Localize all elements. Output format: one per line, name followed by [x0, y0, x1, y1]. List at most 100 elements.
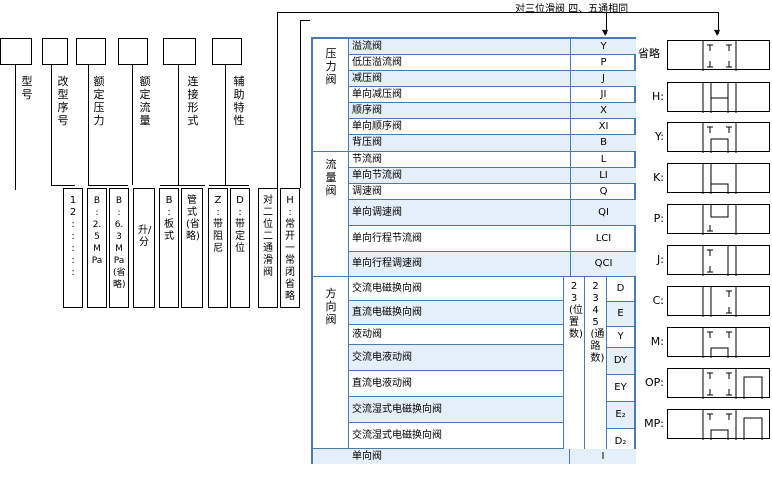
check-valve-row: 单向阀 I [313, 449, 636, 464]
row-name: 单向行程调速阀 [352, 258, 422, 269]
label-pressure: 额定压力 [93, 75, 105, 127]
field-box-revision [42, 38, 68, 65]
leader [300, 20, 301, 188]
aux-z-text: Z : 带阻尼 [213, 195, 223, 254]
top-leader-right [718, 12, 719, 34]
row-code: J [570, 71, 636, 86]
row-code: P [570, 55, 636, 70]
row-code: Q [570, 184, 636, 199]
table-row: 节流阀 L [349, 152, 636, 168]
ports-column: 2 3 4 5 (通路数) [585, 277, 607, 449]
positions-label: 2 3 (位置数) [569, 281, 583, 340]
symbol-label: MP: [644, 417, 664, 430]
field-box-connection [163, 38, 196, 65]
top-leader-mid [606, 12, 607, 34]
row-code: DY [607, 348, 634, 375]
row-code: EY [607, 375, 634, 402]
ports-label: 2 3 4 5 (通路数) [590, 281, 605, 364]
row-name: 液动阀 [352, 329, 382, 340]
row-code: LCI [570, 226, 636, 251]
row-name: 顺序阀 [352, 105, 382, 116]
field-box-flow [118, 38, 148, 65]
flow-cell: 升/分 [133, 188, 155, 308]
leader [160, 185, 205, 186]
table-row: 单向调速阀 QI [349, 200, 636, 226]
table-row: 顺序阀 X [349, 103, 636, 119]
table-row: 直流电磁换向阀 [349, 301, 563, 325]
symbol-label: OP: [645, 376, 664, 389]
symbol-label: Y: [655, 130, 664, 143]
group-flow: 流量阀 [313, 152, 349, 277]
row-code: L [570, 152, 636, 167]
row-name: 单向顺序阀 [352, 121, 402, 132]
table-row: 减压阀 J [349, 71, 636, 87]
table-row: 单向行程节流阀 LCI [349, 226, 636, 252]
row-name: 单向减压阀 [352, 89, 402, 100]
top-leader [277, 12, 719, 13]
symbol-label: H: [652, 90, 664, 103]
row-code: X [570, 103, 636, 118]
row-name: 节流阀 [352, 154, 382, 165]
leader [178, 65, 179, 185]
row-code: D [607, 277, 634, 302]
valve-symbol [667, 245, 770, 276]
row-name: 单向阀 [352, 451, 382, 462]
row-code: Y [570, 39, 636, 54]
row-code: JI [570, 87, 636, 102]
dir-code-column: D E Y DY EY E₂ D₂ [607, 277, 634, 456]
group-direction-label: 方向阀 [325, 287, 337, 326]
row-name: 溢流阀 [352, 41, 382, 52]
table-row: 交流湿式电磁换向阀 [349, 423, 563, 449]
leader [300, 20, 310, 21]
row-name: 交流湿式电磁换向阀 [352, 404, 442, 415]
group-flow-label: 流量阀 [325, 158, 337, 197]
top-note: 对三位滑阀 四、五通相同 [515, 4, 629, 15]
table-row: 交流电磁换向阀 [349, 277, 563, 301]
leader [88, 185, 128, 186]
group-pressure: 压力阀 [313, 39, 349, 152]
row-name: 直流电液动阀 [352, 378, 412, 389]
conn-b-text: B : 板式 [164, 195, 174, 242]
row-name: 单向节流阀 [352, 170, 402, 181]
label-flow: 额定流量 [139, 75, 151, 127]
symbol-label: M: [650, 335, 664, 348]
aux-d-cell: D : 带定位 [230, 188, 250, 308]
table-row: 直流电液动阀 [349, 371, 563, 397]
valve-symbol [667, 122, 770, 153]
flow-text: 升/分 [138, 225, 152, 248]
h-type-cell: H : 常开 一常闭省略 [280, 188, 300, 308]
table-row: 液动阀 [349, 325, 563, 345]
leader [132, 65, 133, 185]
symbol-label: J: [657, 253, 664, 266]
row-code: Y [607, 327, 634, 348]
row-code: E₂ [607, 402, 634, 429]
pressure-b-text: B : 2.5 MPa [91, 196, 103, 266]
valve-symbol [667, 286, 770, 317]
table-row: 单向行程调速阀 QCI [349, 252, 636, 277]
leader [209, 185, 249, 186]
pressure-b2-cell: B : 6.3 MPa (省略) [109, 188, 129, 308]
aux-z-cell: Z : 带阻尼 [208, 188, 228, 308]
row-name: 减压阀 [352, 73, 382, 84]
group-pressure-label: 压力阀 [325, 47, 337, 86]
field-box-model [0, 38, 32, 65]
pressure-b-cell: B : 2.5 MPa [87, 188, 107, 308]
table-row: 调速阀 Q [349, 184, 636, 200]
row-code: QI [570, 200, 636, 225]
revision-cell: 1 2 : : : : : [63, 188, 83, 308]
symbol-label: C: [652, 294, 664, 307]
arrow-down-icon: ▼ [602, 28, 609, 37]
symbol-label: K: [653, 171, 664, 184]
table-row: 背压阀 B [349, 135, 636, 152]
valve-symbol [667, 40, 770, 71]
group-direction: 方向阀 [313, 277, 349, 449]
row-name: 低压溢流阀 [352, 57, 402, 68]
row-code: QCI [570, 252, 636, 276]
table-row: 交流电液动阀 [349, 345, 563, 371]
valve-symbol [667, 82, 770, 113]
row-code: XI [570, 119, 636, 134]
conn-b-cell: B : 板式 [159, 188, 179, 308]
label-aux: 辅助特性 [233, 75, 245, 127]
revision-text: 1 2 : : : : : [69, 195, 77, 278]
